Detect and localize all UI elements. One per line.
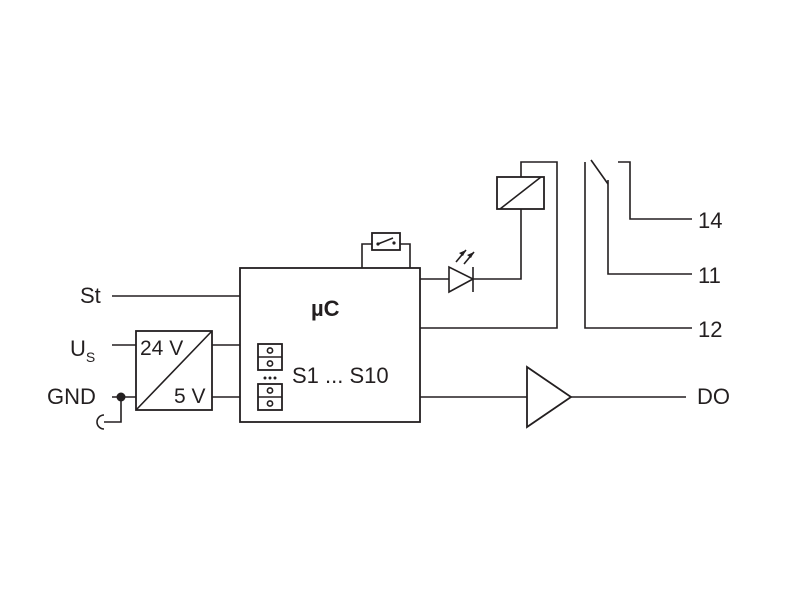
led-icon <box>448 249 475 294</box>
wire-gnd-drop <box>104 397 122 423</box>
dip-switch-icon <box>257 343 283 371</box>
converter-output-label: 5 V <box>174 385 206 408</box>
wire-coil-return <box>420 161 558 329</box>
switch-range-label: S1 ... S10 <box>292 363 389 388</box>
label-gnd: GND <box>47 384 96 409</box>
wire-led-to-coil <box>473 209 522 280</box>
terminal-11-label: 11 <box>698 263 721 288</box>
label-us: US <box>70 336 95 365</box>
converter-diagonal <box>135 330 213 411</box>
label-st: St <box>80 283 101 308</box>
terminal-14-label: 14 <box>698 208 722 233</box>
label-us-main: U <box>70 336 86 361</box>
converter-input-label: 24 V <box>140 337 183 360</box>
microcontroller-label: µC <box>311 296 340 321</box>
label-us-subscript: S <box>86 349 95 365</box>
relay-contact-icon <box>584 159 692 329</box>
terminal-12-label: 12 <box>698 317 722 342</box>
dip-switch-icon <box>257 383 283 411</box>
output-buffer-icon <box>526 365 573 429</box>
ground-socket-icon <box>96 414 105 430</box>
push-button-icon <box>361 232 411 268</box>
dip-switch-ellipsis-icon <box>263 376 277 380</box>
digital-output-label: DO <box>697 384 730 409</box>
relay-coil-icon <box>496 176 545 210</box>
